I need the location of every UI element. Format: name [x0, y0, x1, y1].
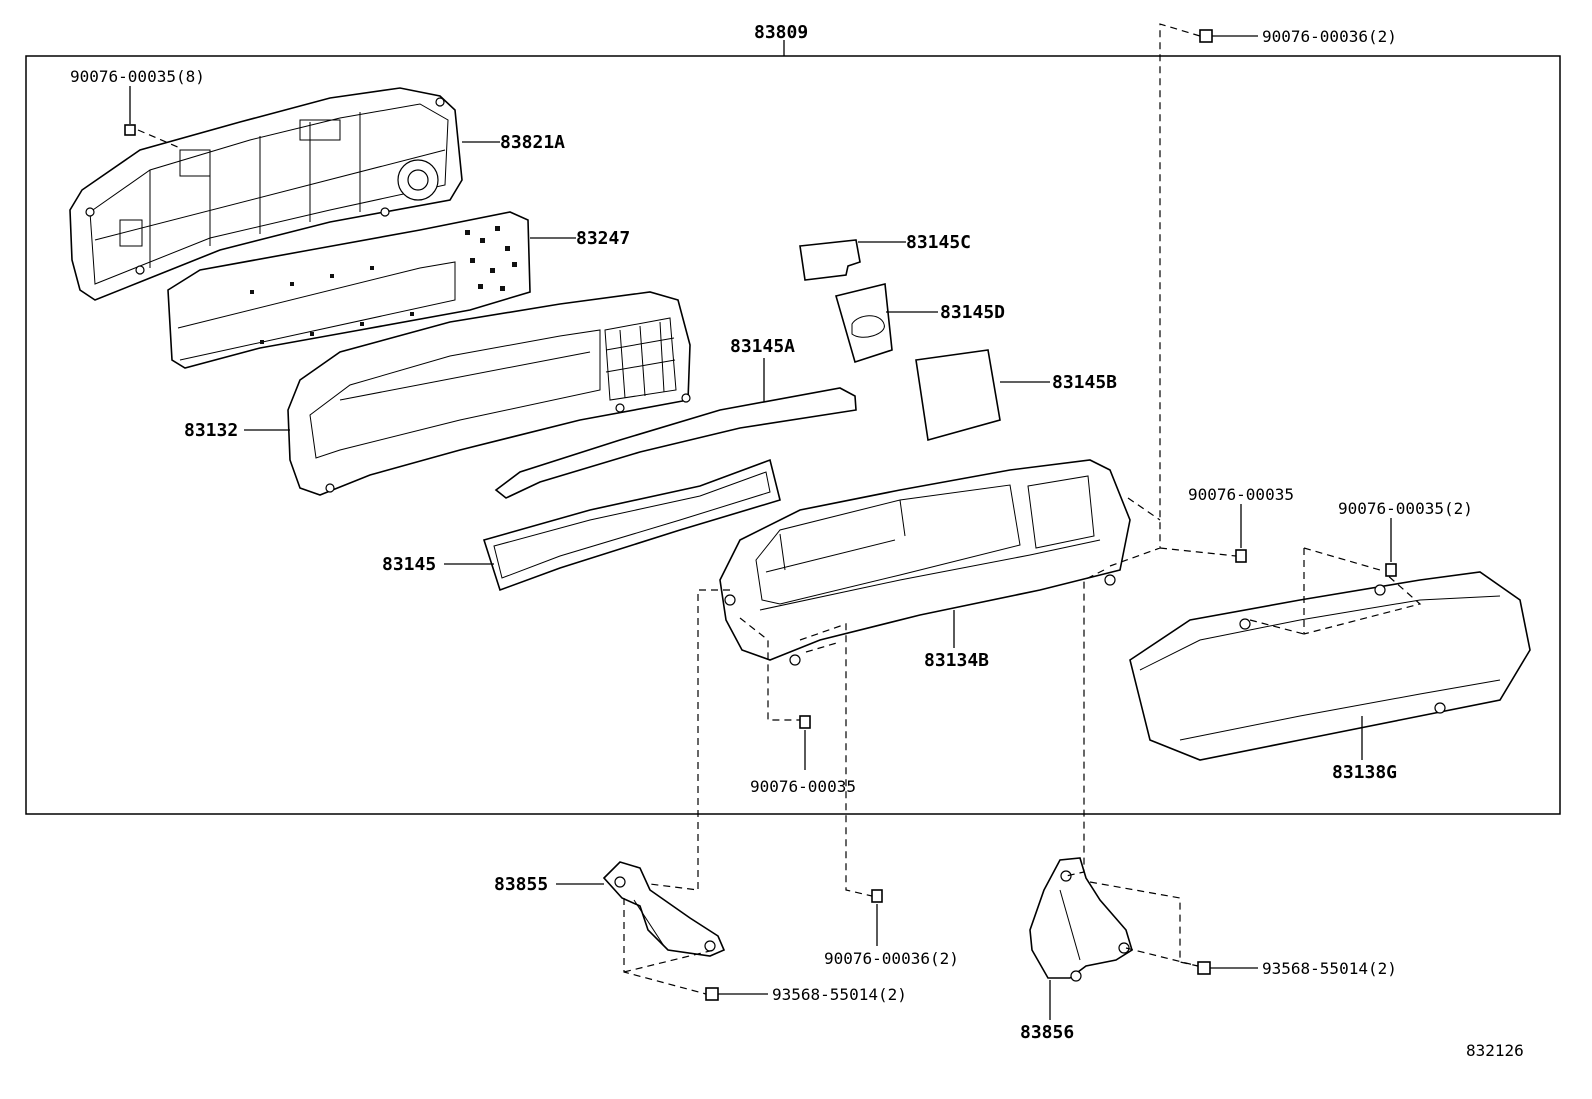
gauge-plate-d-label: 83145D [940, 302, 1005, 323]
window-label: 83145 [382, 554, 436, 575]
window-a-label: 83145A [730, 336, 795, 357]
screw-right2-label: 90076-00035(2) [1338, 499, 1473, 518]
dial-frame-part [287, 291, 691, 496]
circuit-plate-label: 83247 [576, 228, 630, 249]
assembly-box [25, 55, 1561, 815]
gauge-plate-c-part [799, 239, 861, 281]
screw-right-label: 90076-00035 [1188, 485, 1294, 504]
screw-icon [871, 889, 883, 903]
bolt-left-label: 93568-55014(2) [772, 985, 907, 1004]
window-a-part [494, 387, 857, 499]
screw-top-label: 90076-00036(2) [1262, 27, 1397, 46]
screw-icon [1235, 549, 1247, 563]
bracket-left-part [602, 861, 726, 957]
bracket-right-label: 83856 [1020, 1022, 1074, 1043]
circuit-plate-part [167, 211, 531, 369]
glass-part [1129, 571, 1531, 761]
gauge-plate-d-part [835, 283, 893, 364]
screw-icon [124, 124, 181, 149]
screw-36-bottom-label: 90076-00036(2) [824, 949, 959, 968]
window-part [482, 458, 781, 592]
bolt-icon [705, 987, 719, 1001]
hood-part [719, 459, 1131, 666]
rear-case-label: 83821A [500, 132, 565, 153]
dial-frame-label: 83132 [184, 420, 238, 441]
assembly-label: 83809 [754, 22, 808, 43]
window-b-label: 83145B [1052, 372, 1117, 393]
screw-icon [1199, 29, 1213, 43]
glass-label: 83138G [1332, 762, 1397, 783]
assembly-lines [623, 23, 1422, 995]
hood-label: 83134B [924, 650, 989, 671]
screw-bottom-label: 90076-00035 [750, 777, 856, 796]
window-b-part [915, 349, 1001, 442]
bracket-right-part [1029, 857, 1133, 982]
screw-8-label: 90076-00035(8) [70, 67, 205, 86]
bracket-left-label: 83855 [494, 874, 548, 895]
screw-icon [799, 715, 811, 729]
diagram-number: 832126 [1466, 1041, 1524, 1060]
bolt-right-label: 93568-55014(2) [1262, 959, 1397, 978]
screw-icon [1385, 563, 1397, 577]
gauge-plate-c-label: 83145C [906, 232, 971, 253]
bolt-icon [1197, 961, 1211, 975]
rear-case-part [69, 87, 463, 301]
